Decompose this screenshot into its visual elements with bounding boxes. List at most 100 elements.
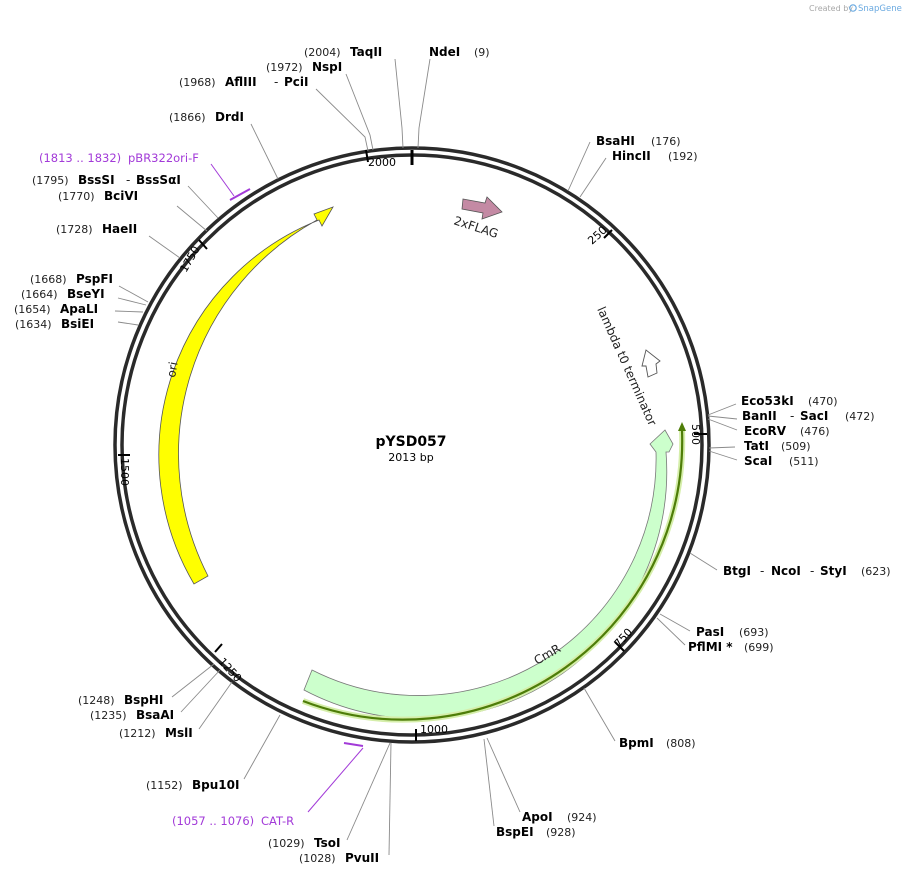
site-taqii-pos: (2004) <box>304 46 341 59</box>
site-pcii[interactable]: PciI <box>284 75 309 89</box>
site-eco53ki-pos: (470) <box>808 395 838 408</box>
site-bsaai-pos: (1235) <box>90 709 127 722</box>
site-apali-pos: (1654) <box>14 303 51 316</box>
site-nspi-pos: (1972) <box>266 61 303 74</box>
site-ndei-pos: (9) <box>474 46 490 59</box>
site-drdi-pos: (1866) <box>169 111 206 124</box>
site-bcivi[interactable]: BciVI <box>104 189 138 203</box>
site-bsiei-pos: (1634) <box>15 318 52 331</box>
site-ecorv-pos: (476) <box>800 425 830 438</box>
tick-1750 <box>198 239 208 250</box>
tick-label-2000: 2000 <box>368 156 396 169</box>
site-bsiei[interactable]: BsiEI <box>61 317 94 331</box>
tick-2000 <box>365 149 369 163</box>
lambda-terminator-feature[interactable] <box>641 349 661 378</box>
site-afliii-pos: (1968) <box>179 76 216 89</box>
site-apoi-pos: (924) <box>567 811 597 824</box>
site-pvuii[interactable]: PvuII <box>345 851 379 865</box>
site-pflmi-pos: (699) <box>744 641 774 654</box>
site-tsoi[interactable]: TsoI <box>314 836 340 850</box>
primer-pbr322ori-f-bar <box>229 188 251 201</box>
site-bsahi-pos: (176) <box>651 135 681 148</box>
site-pspfi-pos: (1668) <box>30 273 67 286</box>
site-tati-pos: (509) <box>781 440 811 453</box>
2xflag-label: 2xFLAG <box>452 214 500 242</box>
site-bcivi-pos: (1770) <box>58 190 95 203</box>
svg-text:-: - <box>760 564 764 578</box>
site-hincii[interactable]: HincII <box>612 149 651 163</box>
site-banii[interactable]: BanII <box>742 409 777 423</box>
primer-cat-r-leader <box>307 747 364 813</box>
primer-cat-r-bar <box>343 742 364 747</box>
credit-brand: SnapGene <box>858 4 902 14</box>
site-bpu10i[interactable]: Bpu10I <box>192 778 239 792</box>
site-msli-pos: (1212) <box>119 727 156 740</box>
plasmid-name: pYSD057 <box>375 434 446 450</box>
site-pspfi[interactable]: PspFI <box>76 272 113 286</box>
primer-pbr322ori-f-name[interactable]: pBR322ori-F <box>128 151 199 165</box>
site-btgi-pos: (623) <box>861 565 891 578</box>
svg-text:-: - <box>274 75 278 89</box>
site-saci[interactable]: SacI <box>800 409 828 423</box>
site-ecorv[interactable]: EcoRV <box>744 424 787 438</box>
tick-750 <box>614 641 625 652</box>
cmr-orf-arrow <box>302 429 684 721</box>
snapgene-logo-icon <box>849 4 857 12</box>
tick-label-1000: 1000 <box>420 723 448 736</box>
ori-feature[interactable] <box>158 206 334 585</box>
site-styi[interactable]: StyI <box>820 564 847 578</box>
site-afliii[interactable]: AflIII <box>225 75 257 89</box>
cmr-feature[interactable] <box>303 429 674 720</box>
site-ncoi[interactable]: NcoI <box>771 564 801 578</box>
site-pvuii-pos: (1028) <box>299 852 336 865</box>
site-bseyi-pos: (1664) <box>21 288 58 301</box>
site-bspei[interactable]: BspEI <box>496 825 534 839</box>
site-apali[interactable]: ApaLI <box>60 302 98 316</box>
site-bpmi-pos: (808) <box>666 737 696 750</box>
site-hincii-pos: (192) <box>668 150 698 163</box>
site-bpmi[interactable]: BpmI <box>619 736 654 750</box>
site-tsoi-pos: (1029) <box>268 837 305 850</box>
site-bsaai[interactable]: BsaAI <box>136 708 174 722</box>
tick-1250 <box>214 643 223 653</box>
primer-cat-r-name[interactable]: CAT-R <box>261 814 294 828</box>
primer-pbr322ori-f-leader <box>210 163 235 197</box>
tick-marks <box>118 149 707 741</box>
site-pflmi[interactable]: PflMI * <box>688 640 733 654</box>
site-msli[interactable]: MslI <box>165 726 193 740</box>
site-bpu10i-pos: (1152) <box>146 779 183 792</box>
ori-label: ori <box>164 361 180 379</box>
site-nspi[interactable]: NspI <box>312 60 342 74</box>
site-pasi[interactable]: PasI <box>696 625 724 639</box>
site-banii-pos: (472) <box>845 410 875 423</box>
plasmid-length: 2013 bp <box>388 451 433 464</box>
svg-text:-: - <box>790 409 794 423</box>
site-eco53ki[interactable]: Eco53kI <box>741 394 794 408</box>
tick-label-1500: 1500 <box>118 458 131 486</box>
site-leaders <box>114 58 738 856</box>
site-ndei[interactable]: NdeI <box>429 45 460 59</box>
site-haeii[interactable]: HaeII <box>102 222 137 236</box>
site-apoi[interactable]: ApoI <box>522 810 553 824</box>
credit-prefix: Created by <box>809 4 853 13</box>
tick-label-500: 500 <box>689 424 702 445</box>
site-haeii-pos: (1728) <box>56 223 93 236</box>
site-bspei-pos: (928) <box>546 826 576 839</box>
site-bsahi[interactable]: BsaHI <box>596 134 635 148</box>
svg-text:-: - <box>810 564 814 578</box>
primer-pbr322ori-f-range: (1813 .. 1832) <box>39 151 121 165</box>
site-drdi[interactable]: DrdI <box>215 110 244 124</box>
site-bsssi[interactable]: BssSI <box>78 173 115 187</box>
site-btgi[interactable]: BtgI <box>723 564 751 578</box>
svg-text:-: - <box>126 173 130 187</box>
backbone-outer <box>113 146 711 744</box>
site-bseyi[interactable]: BseYI <box>67 287 105 301</box>
site-bsphi[interactable]: BspHI <box>124 693 163 707</box>
site-bsssi-pos: (1795) <box>32 174 69 187</box>
site-taqii[interactable]: TaqII <box>350 45 382 59</box>
site-tati[interactable]: TatI <box>744 439 769 453</box>
2xflag-feature[interactable] <box>461 196 503 220</box>
site-bsssai[interactable]: BssSαI <box>136 173 181 187</box>
site-scai[interactable]: ScaI <box>744 454 772 468</box>
